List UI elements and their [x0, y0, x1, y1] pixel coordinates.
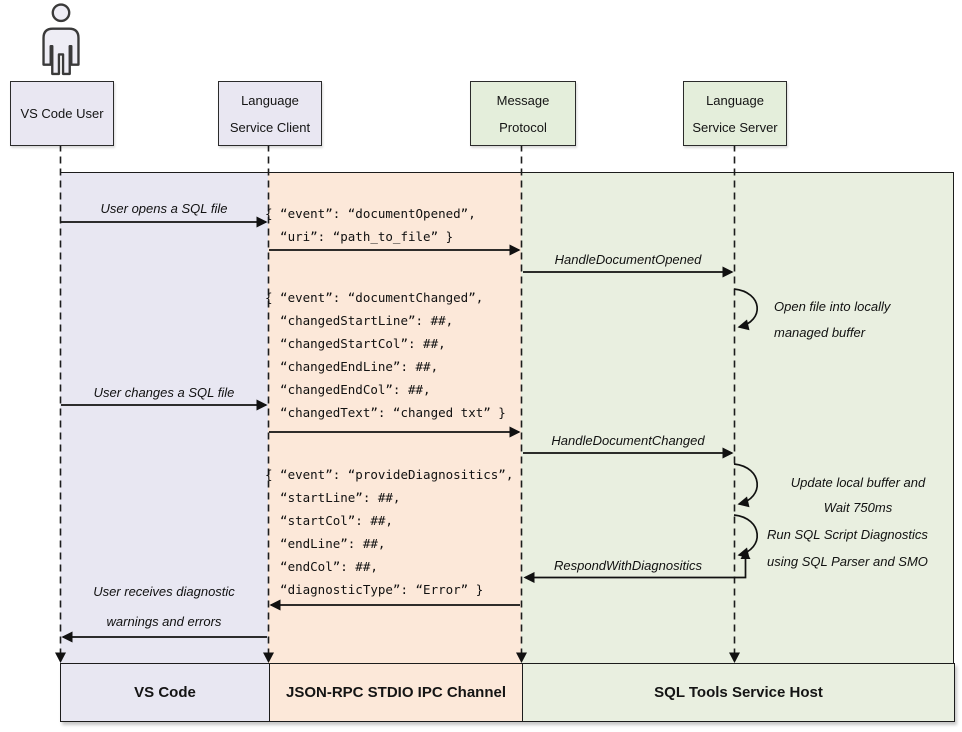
participant-label: Language Service Server [692, 92, 778, 135]
lane-label: VS Code [134, 684, 196, 701]
lane-label: SQL Tools Service Host [654, 684, 823, 701]
self-loop-open-buffer [733, 288, 758, 331]
label-user-changes: User changes a SQL file [93, 385, 235, 400]
self-loop-run-diagnostics [733, 514, 758, 559]
lane-host-band [521, 172, 953, 663]
note-run-diagnostics: Run SQL Script Diagnostics using SQL Par… [767, 527, 928, 569]
lifeline-end-protocol [516, 652, 527, 663]
lifeline-end-client [263, 652, 274, 663]
label-handle-document-opened: HandleDocumentOpened [554, 252, 702, 267]
participant-label: Language Service Client [229, 92, 311, 135]
label-user-receives: User receives diagnostic warnings and er… [93, 584, 235, 629]
participant-language-service-server: Language Service Server [683, 81, 787, 146]
lane-footer-sql-tools-host: SQL Tools Service Host [522, 664, 954, 721]
participant-message-protocol: Message Protocol [470, 81, 576, 146]
lifeline-end-user [55, 652, 66, 663]
participant-label: VS Code User [20, 106, 104, 121]
lane-vscode-band [60, 172, 268, 663]
note-update-buffer: Update local buffer and Wait 750ms [790, 475, 926, 515]
elbow-up-arrowhead [740, 550, 751, 559]
self-loop-update-buffer [733, 463, 758, 508]
lifeline-end-server [729, 652, 740, 663]
lane-footer-ipc-channel: JSON-RPC STDIO IPC Channel [269, 664, 522, 721]
note-open-buffer: Open file into locally managed buffer [774, 299, 891, 340]
payload-document-changed: { “event”: “documentChanged”, “changedSt… [265, 290, 506, 420]
arrow-respond-diagnostics [523, 557, 747, 584]
payload-provide-diagnostics: { “event”: “provideDiagnositics”, “start… [265, 467, 514, 597]
label-handle-document-changed: HandleDocumentChanged [551, 433, 705, 448]
payload-document-opened: { “event”: “documentOpened”, “uri”: “pat… [265, 206, 476, 244]
label-respond-with-diagnostics: RespondWithDiagnositics [553, 558, 702, 573]
lane-footer-vscode: VS Code [61, 664, 269, 721]
participant-label: Message Protocol [496, 92, 550, 135]
participant-language-service-client: Language Service Client [218, 81, 322, 146]
lane-ipc-band [268, 172, 521, 663]
user-actor-icon [42, 3, 80, 76]
participant-vscode-user: VS Code User [10, 81, 114, 146]
label-user-opens: User opens a SQL file [100, 201, 228, 216]
lane-footer-row: VS Code JSON-RPC STDIO IPC Channel SQL T… [60, 663, 955, 722]
lane-label: JSON-RPC STDIO IPC Channel [285, 684, 507, 701]
